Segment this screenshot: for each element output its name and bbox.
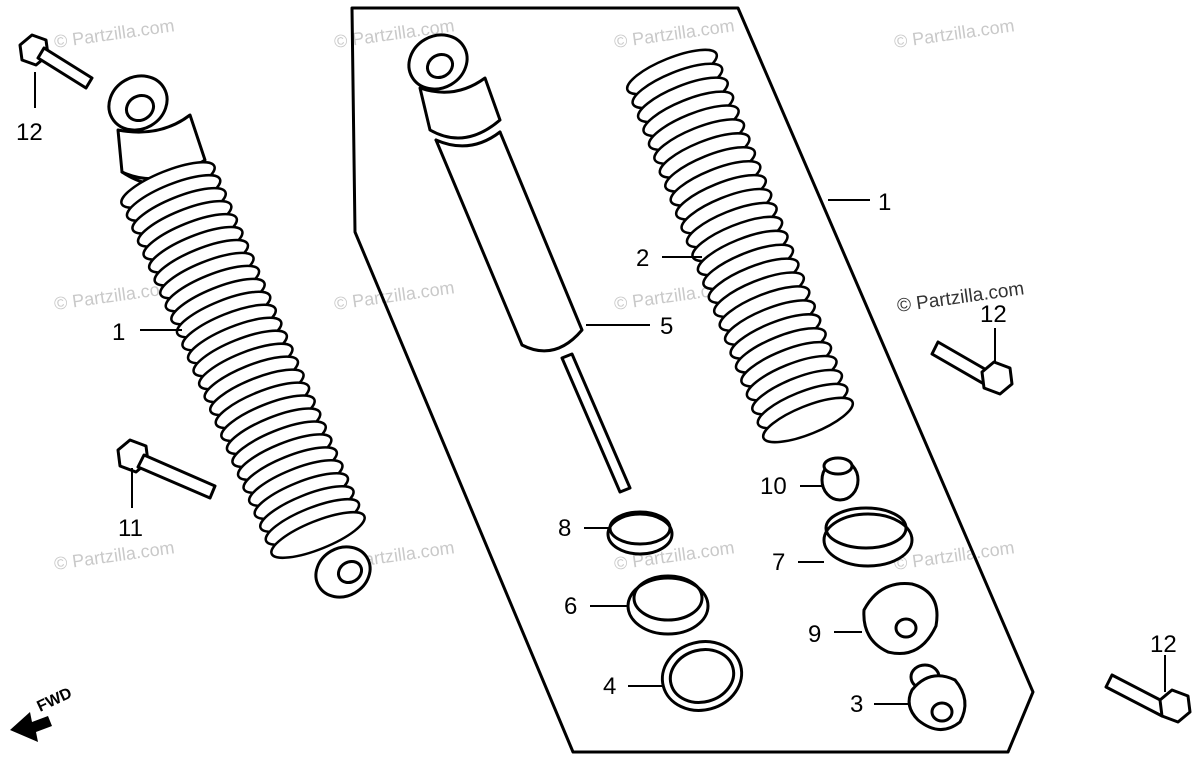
callouts: 12 1 11 1 2 5 12 10 8 7 6 9 4 3 12 [16, 119, 1177, 718]
fwd-arrow-indicator: FWD [10, 685, 75, 742]
callout-1: 1 [878, 189, 891, 216]
callout-1: 1 [112, 319, 125, 346]
callout-12: 12 [16, 119, 43, 146]
callout-4: 4 [603, 673, 616, 700]
callout-6: 6 [564, 593, 577, 620]
fwd-arrow-icon [10, 712, 52, 742]
spring-coil [761, 396, 855, 444]
lower-eye-3 [907, 663, 967, 731]
clip-ring-8 [606, 510, 674, 556]
watermark: © Partzilla.com [893, 15, 1016, 52]
ring-4 [660, 640, 744, 712]
collar-10 [820, 456, 860, 502]
leader-lines [34, 72, 1166, 705]
bolt-12-bottom-right [1104, 673, 1192, 724]
callout-9: 9 [808, 621, 821, 648]
fwd-label: FWD [35, 685, 75, 716]
watermark: © Partzilla.com [613, 15, 736, 52]
spring-seat-9 [862, 582, 939, 655]
shock-assembly-left [107, 74, 372, 599]
callout-2: 2 [636, 245, 649, 272]
bolt-12-top-left [18, 33, 94, 90]
bolt-11 [116, 438, 217, 500]
left-spring-coils [120, 160, 366, 560]
seat-6 [626, 574, 710, 636]
watermark: © Partzilla.com [53, 15, 176, 52]
spring-2 [625, 48, 855, 444]
callout-7: 7 [772, 549, 785, 576]
callout-3: 3 [850, 691, 863, 718]
damper-5 [407, 33, 632, 494]
watermark: © Partzilla.com [333, 277, 456, 314]
callout-10: 10 [760, 473, 787, 500]
callout-11: 11 [118, 515, 143, 542]
callout-8: 8 [558, 515, 571, 542]
exploded-view-frame [350, 6, 1035, 754]
callout-12: 12 [980, 301, 1007, 328]
callout-5: 5 [660, 313, 673, 340]
ring-7 [822, 506, 914, 568]
spring-coil [270, 510, 366, 560]
callout-12: 12 [1150, 631, 1177, 658]
watermark: © Partzilla.com [53, 537, 176, 574]
bolt-12-right [930, 340, 1014, 396]
